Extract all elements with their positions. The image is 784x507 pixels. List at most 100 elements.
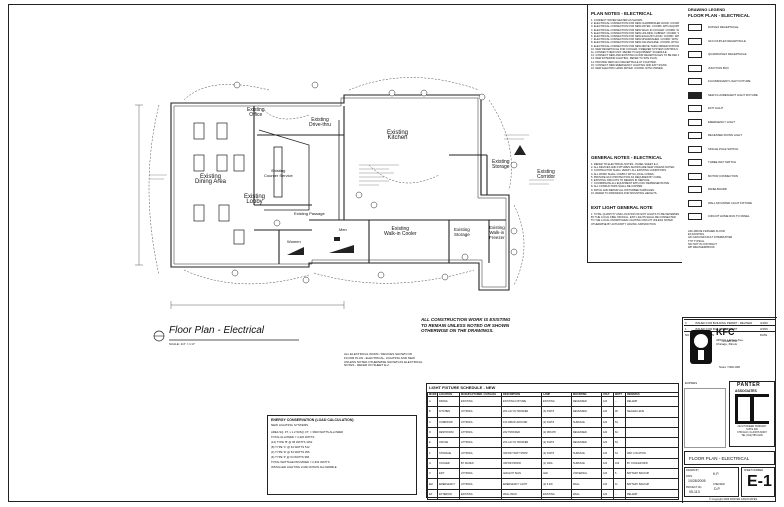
- schedule-cell: X: [427, 468, 438, 480]
- legend-label: NEW FLUORESCENT LIGHT FIXTURE: [708, 92, 758, 97]
- legend-label: RECESSED DOWN LIGHT: [708, 133, 743, 138]
- general-note: 6. EXISTING CIRCUITS TO REMAIN IN SERVIC…: [591, 179, 651, 183]
- issued-for-label: ISSUED FOR: [721, 340, 738, 343]
- colonel-face-icon: [694, 334, 708, 348]
- exit-note: TO THE LOCAL UNSWITCHED LIGHTING CIRCUIT…: [591, 219, 673, 223]
- schedule-cell: VAPOR TIGHT STRIP: [501, 447, 542, 459]
- schedule-cell: BY COOLER MFR: [625, 457, 679, 470]
- schedule-cell: LITHONIA: [459, 478, 502, 490]
- legend-label: JUNCTION BOX: [708, 65, 729, 70]
- plan-note: 1. CONNECT WATER HEATER AS SHOWN.: [591, 19, 643, 22]
- legend-item: CIRCUIT HOME RUN TO PANEL: [688, 210, 774, 224]
- revision-desc: ISSUED FOR BUILDING PERMIT: [694, 325, 759, 332]
- date-label: DATE: [686, 475, 693, 478]
- legend-symbol-icon: [688, 51, 702, 59]
- plan-note: 16. NEW ELECTRIC HAND DRYER. COORD. WITH…: [591, 67, 664, 71]
- plan-note: 11. CONNECT NEW UNIT. REFER TO EQUIPMENT…: [591, 51, 668, 55]
- kfc-logo: [690, 330, 712, 364]
- schedule-cell: CORRIDOR: [437, 416, 460, 428]
- legend-item: RECESSED DOWN LIGHT: [688, 129, 774, 143]
- plan-note: 12. CONNECT NEW AND EXISTING FLOOR RECEP…: [591, 54, 679, 58]
- schedule-cell: LITHONIA: [459, 437, 502, 449]
- client-address: 3257 N. Harlem Ave. Chicago, Illinois: [716, 338, 744, 346]
- legend-symbol-icon: [688, 118, 702, 126]
- schedule-cell: EXISTING: [541, 488, 572, 500]
- energy-line: (12) TYPE 'B' @ 96 WATTS 1152: [271, 440, 313, 444]
- copyright: © Copyright 2006 PANTER ASSOCIATES: [709, 498, 758, 501]
- schedule-cell: WALL: [571, 488, 602, 500]
- schedule-cell: EXISTING: [459, 488, 502, 500]
- schedule-cell: DINING: [437, 395, 460, 408]
- general-notes-list: 1. REFER TO ELECTRICAL NOTES - PANEL SHE…: [591, 163, 679, 195]
- schedule-cell: D: [427, 426, 438, 439]
- room-label-storage: Existing Storage: [492, 159, 510, 170]
- plan-note: 14. PROVIDE NEW GFCI RECEPTACLE AT COUNT…: [591, 60, 657, 64]
- legend-item: EXIT LIGHT: [688, 102, 774, 116]
- schedule-cell: LED: [541, 468, 572, 480]
- stamp-area: [684, 388, 726, 448]
- info-grid: [684, 467, 739, 497]
- room-label-kitchen: Existing Kitchen: [387, 130, 409, 141]
- schedule-cell: (2) F32T8: [541, 437, 572, 449]
- revision-desc: ISSUED FOR BUILDING PERMIT - REVISED: [694, 319, 759, 326]
- schedule-cell: 100: [613, 457, 626, 470]
- schedule-header: MARK: [427, 392, 438, 397]
- schedule-cell: 120: [601, 488, 614, 500]
- schedule-cell: LITHONIA: [459, 468, 502, 480]
- legend-label: FLUORESCENT LIGHT FIXTURE: [708, 79, 751, 84]
- schedule-cell: WET LOCATION: [625, 447, 679, 459]
- drawn-label: DRAWN BY: [686, 469, 699, 472]
- schedule-cell: F: [427, 447, 438, 459]
- plan-note: 10. NEW RECEPTACLE FOR COOLER / FREEZER …: [591, 47, 679, 51]
- schedule-cell: 120: [601, 478, 614, 490]
- schedule-cell: WALL PACK: [501, 488, 542, 500]
- schedule-cell: 1X4 WRAP-AROUND: [501, 416, 542, 428]
- legend-item: WALL MOUNTED LIGHT FIXTURE: [688, 197, 774, 211]
- energy-calc-box: [267, 415, 417, 495]
- room-label-passage: Existing Passage: [294, 211, 325, 216]
- stamp-label: EXPRES: [685, 381, 698, 385]
- schedule-cell: 64: [613, 437, 626, 449]
- schedule-cell: (2) F32T8: [541, 447, 572, 459]
- construction-note: ALL CONSTRUCTION WORK IS EXISTING TO REM…: [421, 317, 511, 333]
- room-label-drivethru: Existing Drive-thru: [309, 117, 331, 128]
- schedule-cell: 64: [613, 426, 626, 439]
- room-label-lobby: Existing Lobby: [244, 194, 266, 205]
- abbreviation: WP WEATHERPROOF: [688, 246, 715, 250]
- schedule-cell: KITCHEN: [437, 406, 460, 418]
- schedule-cell: LITHONIA: [459, 416, 502, 428]
- general-note: 9. PATCH AND REPAIR ALL DISTURBED SURFAC…: [591, 188, 655, 192]
- schedule-cell: 120: [601, 416, 614, 428]
- schedule-cell: EX: [427, 488, 438, 500]
- rev-header-no: NO.: [684, 331, 694, 338]
- revision-no: 3: [684, 319, 694, 326]
- room-label-walkin-cooler: Existing Walk-in Cooler: [384, 226, 417, 237]
- plan-note: 15. CONNECT NEW EMERGENCY LIGHTING AND E…: [591, 63, 668, 67]
- energy-subtitle: NEW LIGHTING SYSTEMS: [271, 423, 309, 427]
- schedule-cell: STORAGE: [437, 447, 460, 459]
- legend-symbol-icon: [688, 213, 702, 221]
- schedule-cell: 2X4 LAY-IN TROFFER: [501, 437, 542, 449]
- legend-item: FLUORESCENT LIGHT FIXTURE: [688, 75, 774, 89]
- schedule-cell: 11: [613, 478, 626, 490]
- schedule-cell: EXTERIOR: [437, 488, 460, 500]
- schedule-cell: (2) F32T8: [541, 416, 572, 428]
- legend-title: DRAWING LEGEND: [688, 7, 726, 12]
- schedule-cell: EXISTING FIXTURE: [501, 395, 542, 408]
- plan-note: 6. ELECTRICAL CONNECTION FOR NEW EXHAUST…: [591, 35, 679, 39]
- schedule-cell: BATTERY BACKUP: [625, 468, 679, 480]
- abbreviation: GFI GROUND FAULT INTERRUPTER: [688, 236, 733, 240]
- schedule-cell: [625, 426, 679, 439]
- firm-sub: ASSOCIATES: [735, 389, 757, 393]
- exit-notes-title: EXIT LIGHT GENERAL NOTE: [591, 205, 653, 210]
- general-note: 2. ALL DEVICES AND FIXTURES SHOWN ARE NE…: [591, 166, 675, 170]
- schedule-cell: COOLER: [437, 457, 460, 470]
- sheet-number-label: SHEET NUMBER: [744, 469, 763, 472]
- fixture-schedule-title: LIGHT FIXTURE SCHEDULE - NEW: [429, 385, 496, 390]
- schedule-cell: A: [427, 395, 438, 408]
- schedule-cell: 64: [613, 416, 626, 428]
- schedule-cell: LITHONIA: [459, 447, 502, 459]
